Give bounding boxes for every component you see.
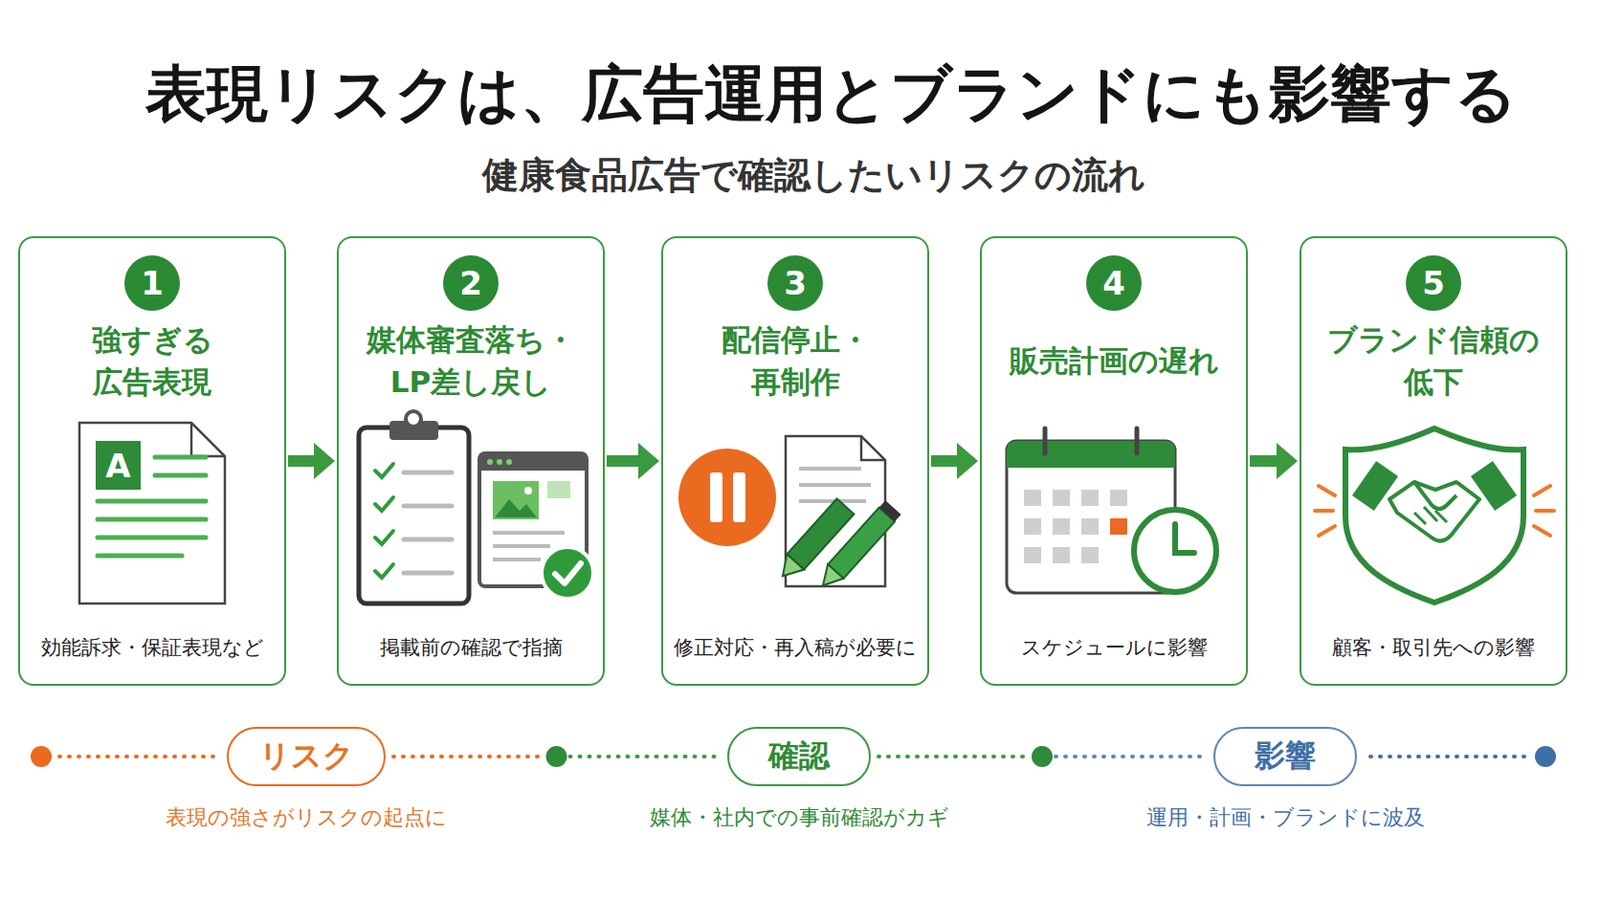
- arrow-shaft: [1249, 455, 1281, 467]
- timeline-ends: [30, 746, 1556, 768]
- shield-icon: [1314, 428, 1555, 603]
- pause-icon: [678, 448, 777, 547]
- dotted-line: [393, 755, 544, 759]
- step-card: 媒体審査落ち・ LP差し戻し掲載前の確認で指摘 2: [336, 236, 605, 687]
- clipboard-icon: [358, 411, 469, 604]
- connector: [931, 443, 978, 480]
- step-heading: ブランド信頼の 低下: [1315, 314, 1552, 407]
- step-heading: 販売計画の遅れ: [996, 314, 1232, 407]
- step-heading: 強すぎる 広告表現: [34, 314, 270, 407]
- step-number-text: 5: [1422, 264, 1445, 303]
- icon-letter: A: [95, 441, 141, 490]
- step-number-text: 1: [140, 264, 164, 303]
- phase-label: リスク: [259, 735, 355, 778]
- connector: [878, 746, 1206, 768]
- step-number: 4: [1086, 255, 1142, 312]
- phase-label: 確認: [768, 735, 830, 778]
- document-icon: [79, 422, 225, 604]
- step-card: 配信停止・ 再制作修正対応・再入稿が必要に 3: [661, 236, 930, 687]
- step-card: ブランド信頼の 低下顧客・取引先への影響 5: [1299, 236, 1568, 687]
- arrow-head: [638, 443, 660, 480]
- step-description: 掲載前の確認で指摘: [340, 634, 601, 662]
- phase-caption: 媒体・社内での事前確認がカギ: [649, 803, 950, 833]
- step-heading: 媒体審査落ち・ LP差し戻し: [353, 314, 589, 407]
- browser-icon: [479, 453, 594, 600]
- dotted-line: [1055, 755, 1206, 759]
- phase-caption: 表現の強さがリスクの起点に: [165, 803, 447, 833]
- timeline-dot: [1031, 746, 1053, 768]
- phase-pill: 影響運用・計画・ブランドに波及: [1213, 727, 1357, 787]
- step-description: 効能訴求・保証表現など: [22, 634, 283, 662]
- step-number: 5: [1405, 255, 1462, 312]
- step-heading: 配信停止・ 再制作: [677, 314, 913, 407]
- step-number-text: 4: [1102, 264, 1126, 303]
- connector: [288, 443, 335, 480]
- timeline-dot: [546, 746, 568, 768]
- step-description: 顧客・取引先への影響: [1303, 634, 1564, 662]
- subtitle: 健康食品広告で確認したいリスクの流れ: [13, 151, 1600, 200]
- phase-caption: 運用・計画・ブランドに波及: [1146, 803, 1425, 833]
- step-card: 強すぎる 広告表現効能訴求・保証表現など 1: [18, 236, 287, 687]
- step-description: 修正対応・再入稿が必要に: [665, 634, 926, 662]
- step-number: 2: [443, 255, 499, 312]
- arrow-head: [956, 443, 978, 480]
- edit-icon: [774, 436, 902, 594]
- title: 表現リスクは、広告運用とブランドにも影響する: [31, 53, 1600, 134]
- step-number-text: 2: [459, 264, 483, 303]
- phase-pill: リスク表現の強さがリスクの起点に: [226, 727, 386, 787]
- arrow-shaft: [288, 455, 318, 467]
- calendar-icon: [1006, 428, 1217, 594]
- connector: [393, 746, 720, 768]
- step-number-text: 3: [783, 264, 807, 303]
- phase-pill: 確認媒体・社内での事前確認がカギ: [727, 727, 871, 787]
- arrow-shaft: [931, 455, 961, 467]
- arrow-shaft: [606, 455, 643, 467]
- dotted-line: [570, 755, 721, 759]
- connector: [1249, 443, 1298, 480]
- phase-label: 影響: [1254, 735, 1316, 778]
- step-number: 1: [124, 255, 180, 312]
- connector: [606, 443, 660, 480]
- arrow-head: [1276, 443, 1298, 480]
- dotted-line: [878, 755, 1029, 759]
- step-number: 3: [767, 255, 823, 312]
- step-card: 販売計画の遅れスケジュールに影響 4: [979, 236, 1248, 687]
- arrow-head: [313, 443, 335, 480]
- step-description: スケジュールに影響: [983, 634, 1245, 662]
